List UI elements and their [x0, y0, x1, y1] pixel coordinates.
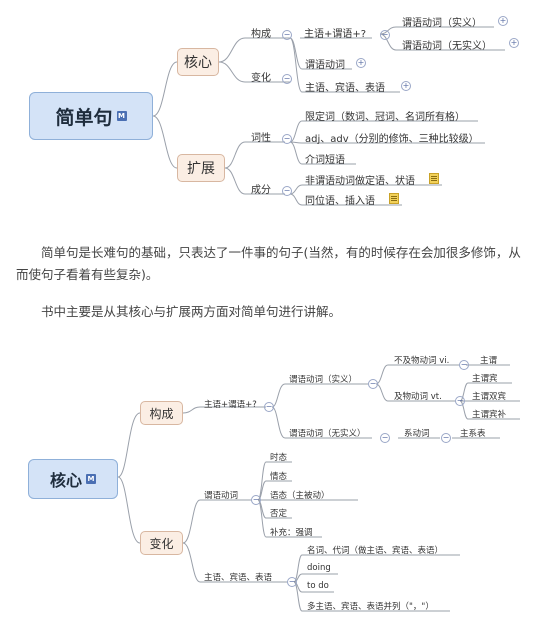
topic-core-change[interactable]: 变化: [251, 73, 271, 84]
topic-subject-pred[interactable]: 主谓: [480, 356, 498, 366]
node-expand[interactable]: 扩展: [177, 154, 225, 182]
topic-sub-link[interactable]: 主系表: [460, 429, 486, 439]
expand-icon[interactable]: +: [509, 38, 519, 48]
note-icon[interactable]: [429, 173, 439, 184]
verb-item[interactable]: 语态（主被动）: [270, 491, 330, 501]
component-item[interactable]: 同位语、插入语: [305, 196, 375, 207]
collapse-icon[interactable]: −: [251, 495, 261, 505]
node-change[interactable]: 变化: [140, 531, 183, 555]
collapse-icon[interactable]: −: [368, 379, 378, 389]
root-label: 核心: [49, 471, 82, 490]
collapse-icon[interactable]: −: [282, 186, 292, 196]
sop-item[interactable]: doing: [307, 563, 331, 573]
note-icon[interactable]: [389, 193, 399, 204]
topic-verb-real[interactable]: 谓语动词（实义）: [402, 18, 482, 29]
topic-link-verb[interactable]: 系动词: [404, 429, 430, 439]
paragraph: 书中主要是从其核心与扩展两方面对简单句进行讲解。: [41, 304, 342, 319]
root-node[interactable]: 简单句 M: [29, 92, 153, 140]
trans-item[interactable]: 主谓宾: [472, 374, 498, 384]
topic-formula[interactable]: 主语+谓语+?: [304, 29, 367, 40]
collapse-icon[interactable]: −: [441, 433, 451, 443]
topic-component[interactable]: 成分: [251, 185, 271, 196]
expand-icon[interactable]: +: [356, 58, 366, 68]
mindmap-icon: M: [86, 474, 96, 484]
root-node[interactable]: 核心 M: [28, 459, 118, 499]
topic-verb-unreal[interactable]: 谓语动词（无实义）: [402, 41, 492, 52]
attr-item[interactable]: 限定词（数词、冠词、名词所有格）: [305, 112, 465, 123]
collapse-icon[interactable]: −: [459, 360, 469, 370]
collapse-icon[interactable]: −: [282, 134, 292, 144]
expand-icon[interactable]: +: [401, 81, 411, 91]
component-item[interactable]: 非谓语动词做定语、状语: [305, 176, 415, 187]
collapse-icon[interactable]: −: [282, 30, 292, 40]
mindmap-icon: M: [116, 111, 127, 121]
topic-subj-obj-pred[interactable]: 主语、宾语、表语: [305, 83, 385, 94]
node-change-label: 变化: [149, 536, 174, 551]
node-core-label: 核心: [184, 55, 212, 71]
root-label: 简单句: [55, 106, 113, 129]
verb-item[interactable]: 情态: [270, 472, 288, 482]
node-struct[interactable]: 构成: [140, 401, 183, 425]
collapse-icon[interactable]: −: [455, 396, 465, 406]
topic-verb-unreal[interactable]: 谓语动词（无实义）: [289, 429, 366, 439]
topic-core-struct[interactable]: 构成: [251, 29, 271, 40]
collapse-icon[interactable]: −: [380, 30, 390, 40]
expand-icon[interactable]: +: [498, 16, 508, 26]
topic-verb[interactable]: 谓语动词: [204, 491, 239, 501]
sop-item[interactable]: to do: [307, 581, 329, 591]
topic-formula[interactable]: 主语+谓语+?: [204, 400, 257, 410]
topic-trans[interactable]: 及物动词 vt.: [394, 392, 442, 402]
attr-item[interactable]: adj、adv（分别的修饰、三种比较级）: [305, 134, 479, 145]
sop-item[interactable]: 名词、代词（做主语、宾语、表语）: [307, 546, 444, 556]
node-core[interactable]: 核心: [177, 48, 219, 76]
node-struct-label: 构成: [149, 406, 174, 421]
paragraph: 简单句是长难句的基础，只表达了一件事的句子(当然，有的时候存在会加很多修饰，从而…: [16, 245, 521, 282]
topic-verb[interactable]: 谓语动词: [305, 60, 345, 71]
collapse-icon[interactable]: −: [287, 577, 297, 587]
node-expand-label: 扩展: [187, 161, 215, 177]
attr-item[interactable]: 介词短语: [305, 155, 345, 166]
collapse-icon[interactable]: −: [380, 433, 390, 443]
sop-item[interactable]: 多主语、宾语、表语并列（"，"）: [307, 602, 434, 612]
collapse-icon[interactable]: −: [264, 402, 274, 412]
verb-item[interactable]: 时态: [270, 453, 288, 463]
topic-intrans[interactable]: 不及物动词 vi.: [394, 356, 450, 366]
trans-item[interactable]: 主谓宾补: [472, 410, 507, 420]
topic-attr[interactable]: 词性: [251, 133, 271, 144]
topic-sop[interactable]: 主语、宾语、表语: [204, 573, 273, 583]
verb-item[interactable]: 补充：强调: [270, 528, 313, 538]
collapse-icon[interactable]: −: [282, 74, 292, 84]
topic-verb-real[interactable]: 谓语动词（实义）: [289, 375, 358, 385]
verb-item[interactable]: 否定: [270, 509, 288, 519]
trans-item[interactable]: 主谓双宾: [472, 392, 507, 402]
